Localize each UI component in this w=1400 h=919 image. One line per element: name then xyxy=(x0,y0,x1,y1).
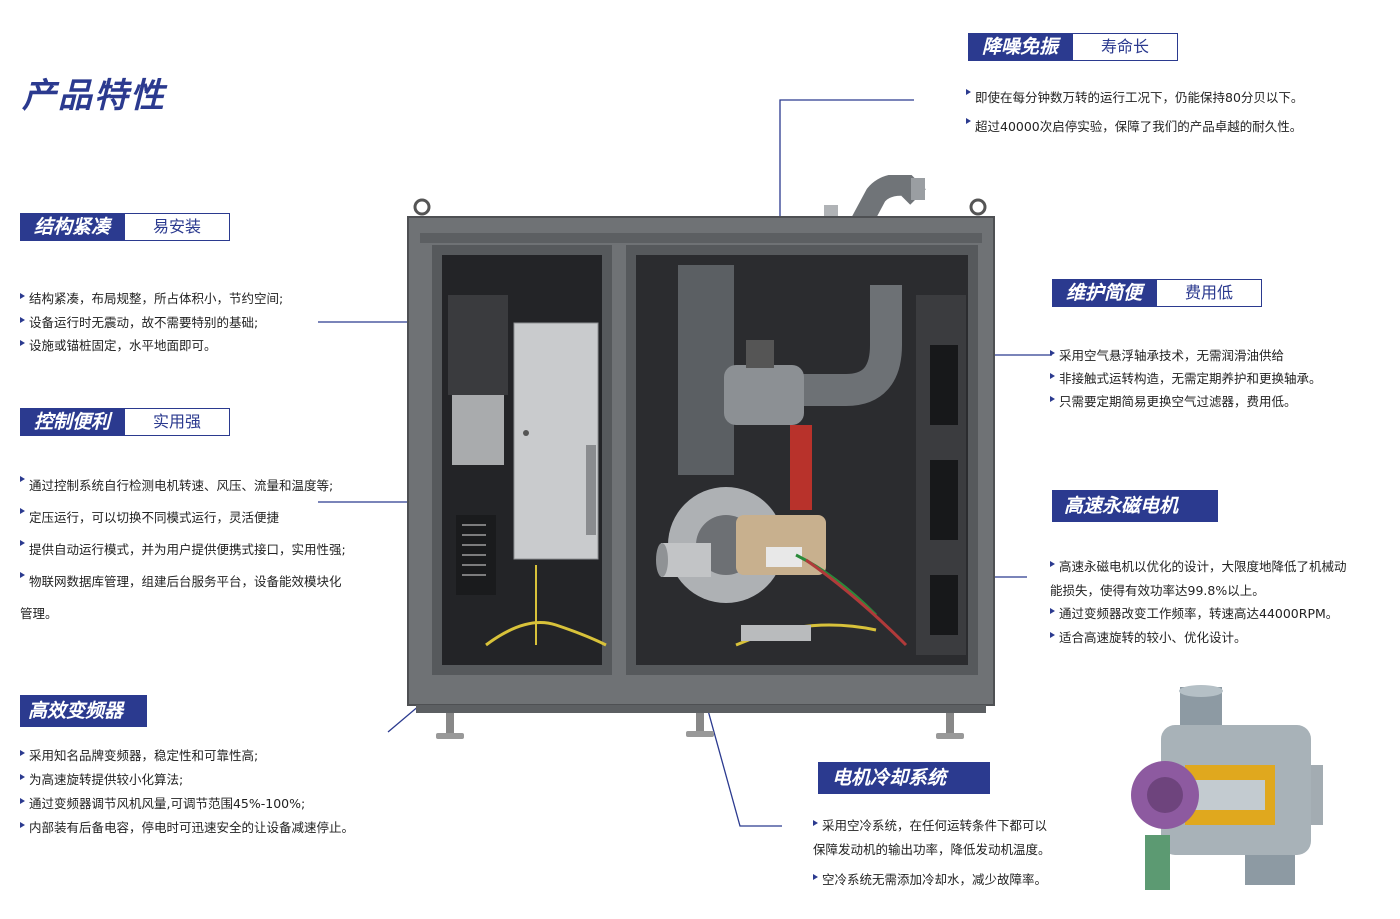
list-item: 高速永磁电机以优化的设计，大限度地降低了机械动 xyxy=(1050,555,1347,579)
maintenance-bullets: 采用空气悬浮轴承技术，无需润滑油供给 非接触式运转构造，无需定期养护和更换轴承。… xyxy=(1050,344,1322,413)
cutaway-render-image xyxy=(1131,685,1323,890)
list-item: 空冷系统无需添加冷却水，减少故障率。 xyxy=(813,868,1051,892)
badge-title: 电机冷却系统 xyxy=(818,762,991,794)
list-item: 通过变频器改变工作频率，转速高达44000RPM。 xyxy=(1050,602,1347,626)
motor-bullets: 高速永磁电机以优化的设计，大限度地降低了机械动 能损失，使得有效功率达99.8%… xyxy=(1050,555,1347,649)
list-item: 提供自动运行模式，并为用户提供便携式接口，实用性强; xyxy=(20,534,346,566)
list-item-continuation: 能损失，使得有效功率达99.8%以上。 xyxy=(1050,582,1265,598)
list-item: 非接触式运转构造，无需定期养护和更换轴承。 xyxy=(1050,367,1322,390)
cooling-bullets: 采用空冷系统，在任何运转条件下都可以 保障发动机的输出功率，降低发动机温度。 空… xyxy=(813,814,1051,892)
page-title: 产品特性 xyxy=(22,76,166,116)
list-item: 通过控制系统自行检测电机转速、风压、流量和温度等; xyxy=(20,470,346,502)
badge-title: 维护简便 xyxy=(1052,279,1157,307)
machine-illustration xyxy=(407,175,995,739)
structure-bullets: 结构紧凑，布局规整，所占体积小，节约空间; 设备运行时无震动，故不需要特别的基础… xyxy=(20,287,283,358)
list-item-continuation: 管理。 xyxy=(20,606,58,621)
list-item: 采用知名品牌变频器，稳定性和可靠性高; xyxy=(20,744,354,768)
list-item: 超过40000次启停实验，保障了我们的产品卓越的耐久性。 xyxy=(966,112,1303,141)
badge-title: 高速永磁电机 xyxy=(1052,490,1219,522)
list-item: 结构紧凑，布局规整，所占体积小，节约空间; xyxy=(20,287,283,311)
list-item: 即使在每分钟数万转的运行工况下，仍能保持80分贝以下。 xyxy=(966,83,1303,112)
badge-maintenance: 维护简便 费用低 xyxy=(1052,279,1263,307)
badge-control: 控制便利 实用强 xyxy=(20,408,231,436)
control-bullets: 通过控制系统自行检测电机转速、风压、流量和温度等; 定压运行，可以切换不同模式运… xyxy=(20,470,346,630)
inverter-bullets: 采用知名品牌变频器，稳定性和可靠性高; 为高速旋转提供较小化算法; 通过变频器调… xyxy=(20,744,354,840)
badge-tail xyxy=(137,695,148,727)
list-item: 设施或锚桩固定，水平地面即可。 xyxy=(20,334,283,358)
badge-inverter: 高效变频器 xyxy=(20,695,148,727)
list-item: 采用空冷系统，在任何运转条件下都可以 xyxy=(813,814,1051,838)
badge-structure: 结构紧凑 易安装 xyxy=(20,213,231,241)
badge-noise: 降噪免振 寿命长 xyxy=(968,33,1179,61)
badge-tag: 易安装 xyxy=(124,213,231,241)
list-item: 内部装有后备电容，停电时可迅速安全的让设备减速停止。 xyxy=(20,816,354,840)
badge-tag: 费用低 xyxy=(1156,279,1263,307)
list-item: 为高速旋转提供较小化算法; xyxy=(20,768,354,792)
list-item: 只需要定期简易更换空气过滤器，费用低。 xyxy=(1050,390,1322,413)
list-item: 定压运行，可以切换不同模式运行，灵活便捷 xyxy=(20,502,346,534)
list-item-continuation: 保障发动机的输出功率，降低发动机温度。 xyxy=(813,842,1051,857)
badge-motor: 高速永磁电机 xyxy=(1052,490,1219,522)
badge-tag: 实用强 xyxy=(124,408,231,436)
list-item: 适合高速旋转的较小、优化设计。 xyxy=(1050,626,1347,650)
badge-tag: 寿命长 xyxy=(1072,33,1179,61)
list-item: 采用空气悬浮轴承技术，无需润滑油供给 xyxy=(1050,344,1322,367)
list-item: 设备运行时无震动，故不需要特别的基础; xyxy=(20,311,283,335)
badge-title: 高效变频器 xyxy=(20,695,138,727)
badge-title: 降噪免振 xyxy=(968,33,1073,61)
badge-title: 结构紧凑 xyxy=(20,213,125,241)
badge-title: 控制便利 xyxy=(20,408,125,436)
list-item: 通过变频器调节风机风量,可调节范围45%-100%; xyxy=(20,792,354,816)
noise-bullets: 即使在每分钟数万转的运行工况下，仍能保持80分贝以下。 超过40000次启停实验… xyxy=(966,83,1303,141)
list-item: 物联网数据库管理，组建后台服务平台，设备能效模块化 xyxy=(20,566,346,598)
badge-cooling: 电机冷却系统 xyxy=(818,762,991,794)
